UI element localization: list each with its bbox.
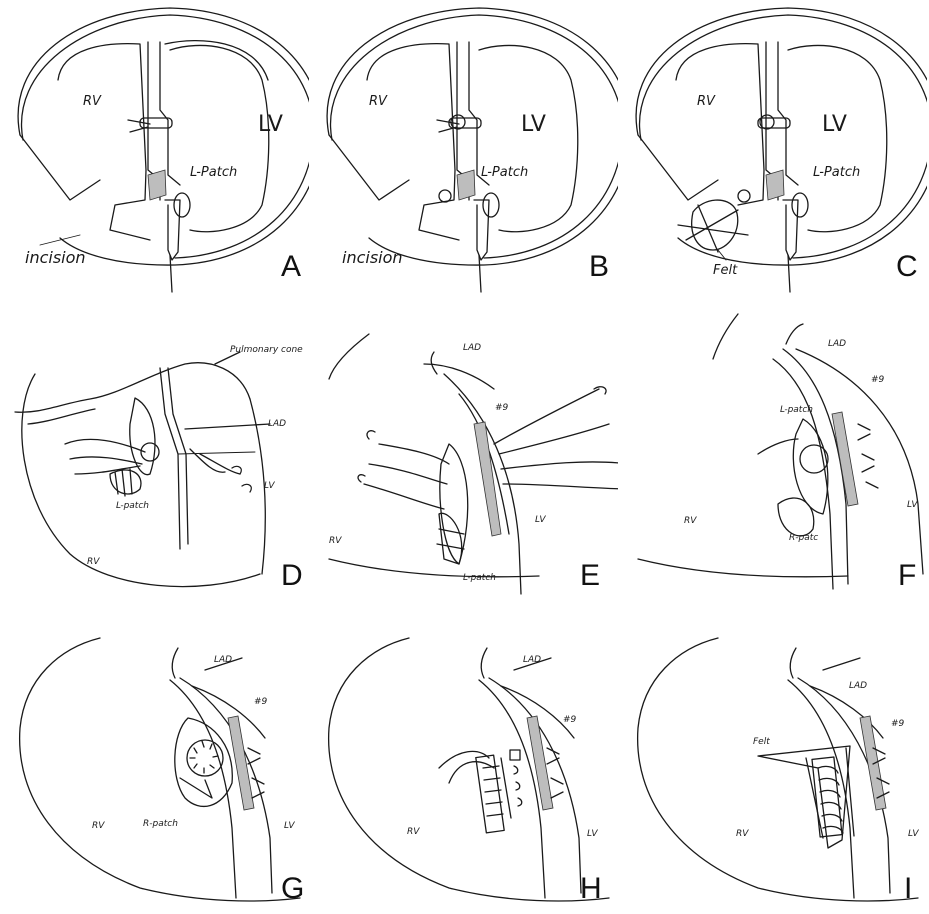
- label-lad: LAD: [214, 656, 232, 665]
- panel-f: LAD #9 L-patch RV LV R-patc F: [618, 304, 927, 608]
- panel-letter: G: [281, 874, 304, 904]
- panel-g-drawing: [0, 608, 309, 912]
- panel-i: LAD #9 Felt RV LV I: [618, 608, 927, 912]
- label-lv: LV: [264, 482, 275, 491]
- label-lv: LV: [907, 501, 918, 510]
- label-number-9: #9: [563, 716, 576, 725]
- label-number-9: #9: [495, 404, 508, 413]
- panel-f-drawing: [618, 304, 927, 608]
- label-rv: RV: [697, 95, 715, 108]
- label-l-patch: L-patch: [780, 406, 813, 415]
- label-rv: RV: [329, 537, 341, 546]
- label-lv: LV: [822, 114, 847, 136]
- label-lad: LAD: [463, 344, 481, 353]
- label-lv: LV: [535, 516, 546, 525]
- panel-letter: D: [281, 561, 303, 591]
- panel-letter: A: [281, 252, 301, 282]
- label-incision: incision: [25, 250, 86, 266]
- label-pulmonary-cone: Pulmonary cone: [230, 346, 303, 355]
- label-number-9: #9: [254, 698, 267, 707]
- label-lad: LAD: [828, 340, 846, 349]
- label-rv: RV: [87, 558, 99, 567]
- panel-c-drawing: [618, 0, 927, 304]
- panel-letter: E: [580, 561, 600, 591]
- label-rv: RV: [92, 822, 104, 831]
- label-rv: RV: [369, 95, 387, 108]
- panel-letter: F: [898, 561, 916, 591]
- label-felt: Felt: [753, 738, 770, 747]
- label-lv: LV: [908, 830, 919, 839]
- panel-h: LAD #9 RV LV H: [309, 608, 618, 912]
- label-lad: LAD: [268, 420, 286, 429]
- panel-h-drawing: [309, 608, 618, 912]
- label-lad: LAD: [523, 656, 541, 665]
- label-lv: LV: [521, 114, 546, 136]
- panel-letter: H: [580, 874, 602, 904]
- panel-d: Pulmonary cone LAD LV L-patch RV D: [0, 304, 309, 608]
- panel-a: LV RV L-Patch incision A: [0, 0, 309, 304]
- label-l-patch: L-patch: [116, 502, 149, 511]
- label-rv: RV: [684, 517, 696, 526]
- label-r-patch: R-patc: [789, 534, 818, 543]
- label-l-patch: L-patch: [463, 574, 496, 583]
- label-l-patch: L-Patch: [190, 166, 237, 179]
- label-lv: LV: [258, 114, 283, 136]
- label-l-patch: L-Patch: [813, 166, 860, 179]
- panel-letter: B: [589, 252, 609, 282]
- panel-g: LAD #9 RV LV R-patch G: [0, 608, 309, 912]
- label-number-9: #9: [871, 376, 884, 385]
- label-rv: RV: [407, 828, 419, 837]
- panel-letter: C: [896, 252, 918, 282]
- panel-b: LV RV L-Patch incision B: [309, 0, 618, 304]
- panel-c: LV RV L-Patch Felt C: [618, 0, 927, 304]
- label-rv: RV: [736, 830, 748, 839]
- label-lv: LV: [587, 830, 598, 839]
- label-incision: incision: [342, 250, 403, 266]
- label-lv: LV: [284, 822, 295, 831]
- label-felt: Felt: [713, 264, 737, 277]
- panel-letter: I: [904, 874, 912, 904]
- label-number-9: #9: [891, 720, 904, 729]
- label-lad: LAD: [849, 682, 867, 691]
- panel-i-drawing: [618, 608, 927, 912]
- panel-e: LAD #9 RV LV L-patch E: [309, 304, 618, 608]
- label-l-patch: L-Patch: [481, 166, 528, 179]
- label-r-patch: R-patch: [143, 820, 178, 829]
- label-rv: RV: [83, 95, 101, 108]
